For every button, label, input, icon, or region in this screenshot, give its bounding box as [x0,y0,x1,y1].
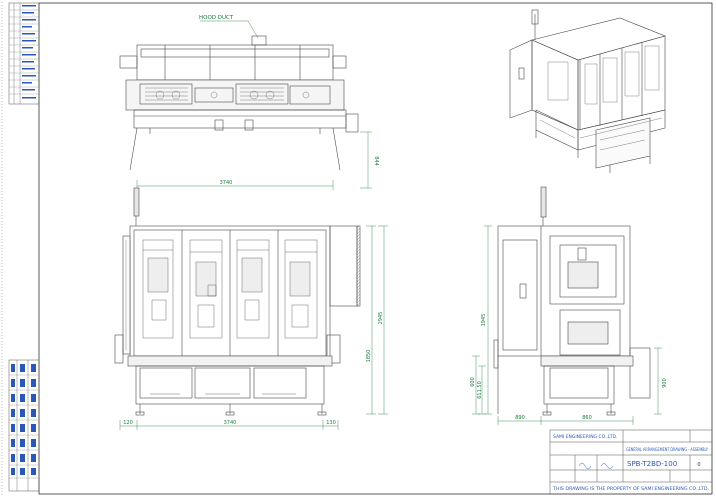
front-right-dimension: 130 [326,420,336,426]
title-block-drawing-number: SPB-T2BD-100 [627,460,677,468]
front-view [114,187,361,416]
front-width-dimension: 3740 [224,420,237,426]
top-view-dimensions [136,20,372,190]
side-right-height-dimension: 900 [662,378,668,388]
isometric-view [509,9,666,173]
side-width-left-dimension: 890 [515,415,525,421]
side-lower-dimension: 600 [470,377,476,387]
hood-duct-label: HOOD DUCT [199,15,234,21]
title-block-drawing-title: GENERAL ARRANGEMENT DRAWING - ASSEMBLY [626,447,708,453]
top-height-dimension: 844 [373,156,379,166]
top-view [119,35,359,171]
side-lower-small-dimension: 611.50 [477,381,483,399]
side-view [493,186,651,416]
title-block-revision: 0 [697,462,700,468]
front-total-height-dimension: 2945 [378,312,384,325]
title-block-footer: THIS DRAWING IS THE PROPERTY OF SAMI ENG… [552,486,709,492]
side-view-dimensions [472,225,662,425]
revision-table-top [8,2,40,105]
title-block-company: SAMI ENGINEERING CO.,LTD. [553,434,617,440]
front-view-dimensions [119,225,388,430]
revision-table-bottom [8,359,40,492]
top-width-dimension: 3740 [220,180,233,186]
side-width-right-dimension: 860 [582,415,592,421]
title-block-signature [578,462,614,470]
side-total-height-dimension: 1945 [481,314,487,327]
sheet-border [38,2,713,495]
title-block [549,429,713,495]
front-left-dimension: 120 [123,420,133,426]
front-height-dimension: 1850 [366,350,372,363]
